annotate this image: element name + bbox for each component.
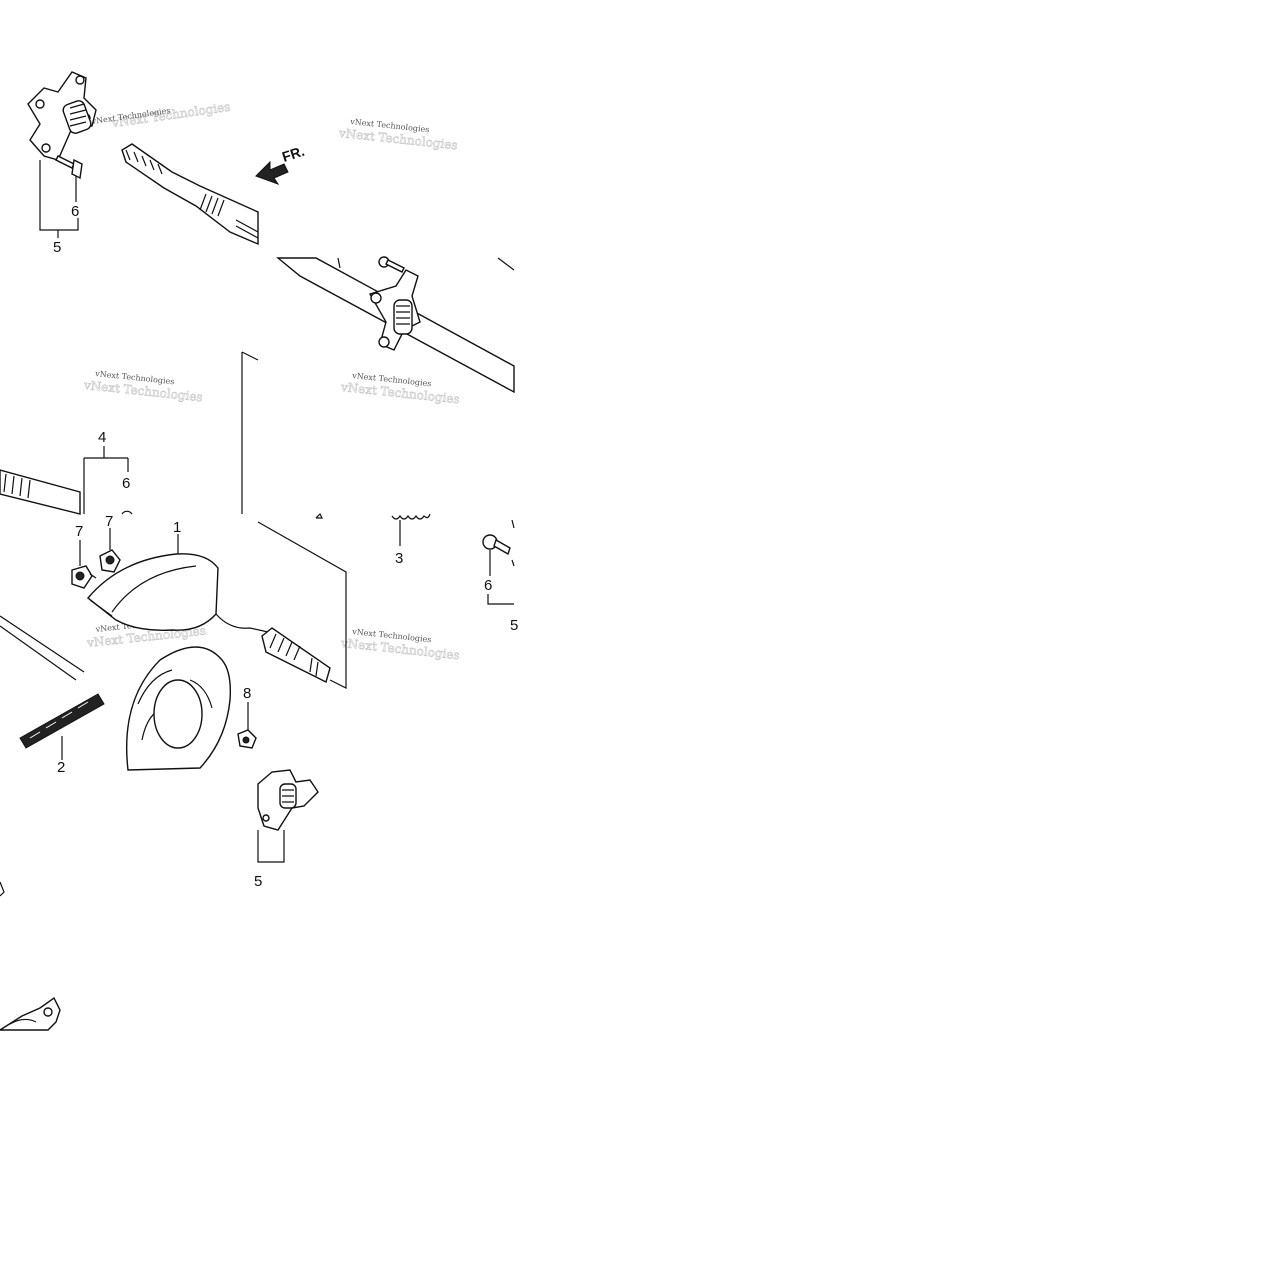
- callout-8: 8: [243, 685, 251, 702]
- rear-sprocket: [125, 646, 232, 771]
- hub-flange-lower: [257, 769, 319, 831]
- nut-7-left: [71, 565, 97, 589]
- callout-6: 6: [122, 475, 130, 492]
- hub-flange-on-shaft: [368, 269, 421, 351]
- callout-2: 2: [57, 759, 65, 776]
- callout-5: 5: [53, 239, 61, 256]
- callout-4: 4: [98, 429, 106, 446]
- partial-part-edge: [0, 881, 5, 897]
- bracket-5-right: [487, 594, 514, 605]
- callout-6: 6: [71, 203, 79, 220]
- callout-6: 6: [484, 577, 492, 594]
- flange-bolt-top-left: [55, 155, 83, 180]
- nut-7-right: [99, 549, 121, 573]
- spring-clip-3: [391, 513, 431, 520]
- callout-2-partial: [315, 512, 323, 519]
- callout-1: 1: [173, 519, 181, 536]
- callout-7: 7: [75, 523, 83, 540]
- bolt-partial: [121, 510, 133, 515]
- frame-outline-lower: [257, 521, 347, 689]
- flange-bolt-on-shaft: [378, 256, 405, 273]
- chain-guide-line: [0, 615, 85, 681]
- bracket-4: [83, 446, 129, 514]
- flange-bolt-right: [482, 534, 511, 556]
- callout-5: 5: [510, 617, 518, 634]
- direction-label: FR.: [280, 143, 306, 165]
- direction-arrow: FR.: [255, 143, 306, 185]
- arrow-left-icon: [255, 160, 289, 185]
- callout-3: 3: [395, 550, 403, 567]
- bracket-5-lower: [257, 830, 285, 863]
- callout-5: 5: [254, 873, 262, 890]
- chain-guide-fender-1: [86, 553, 269, 633]
- frame-outline: [241, 351, 259, 514]
- hub-partial-right: [511, 519, 515, 567]
- hub-flange-bottom-partial: [0, 996, 61, 1031]
- axle-shaft-left: [0, 469, 81, 515]
- hub-flange-top-left: [27, 71, 97, 161]
- axle-shaft-stub: [261, 627, 331, 684]
- callout-7: 7: [105, 513, 113, 530]
- axle-shaft-upper: [121, 143, 259, 246]
- drive-chain-2: [19, 693, 105, 749]
- nut-8: [237, 729, 257, 749]
- bracket-5-top-left: [39, 160, 79, 238]
